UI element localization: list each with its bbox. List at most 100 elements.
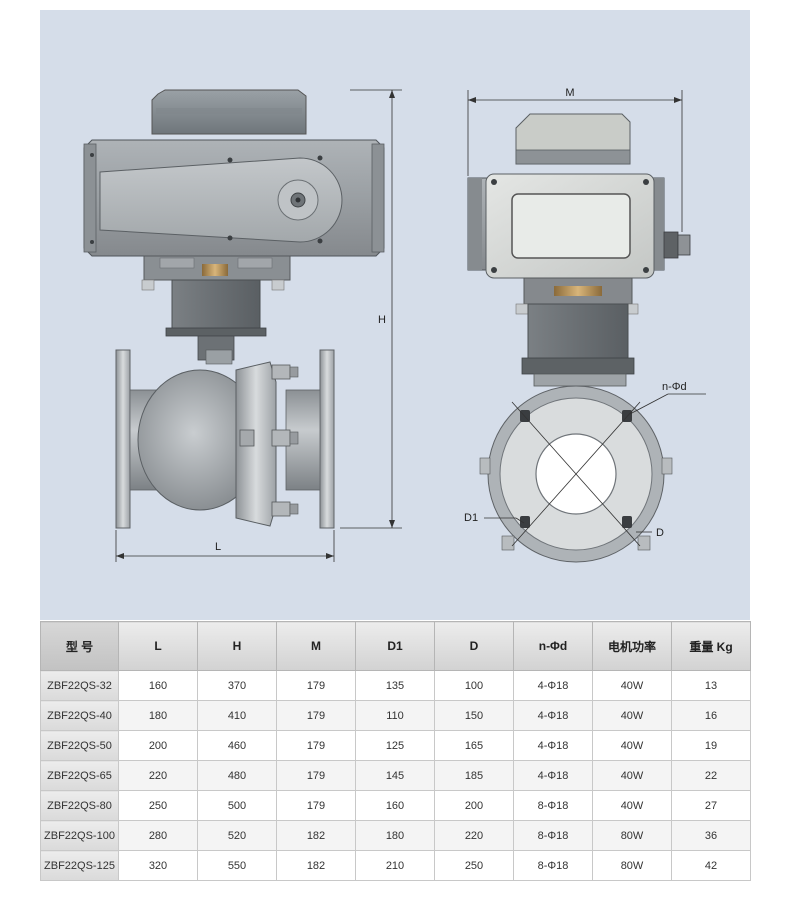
cell-d1: 125	[355, 730, 435, 761]
dim-label-l: L	[215, 541, 221, 553]
dimension-l: L	[115, 530, 335, 562]
valve-drawing: H L	[83, 87, 706, 563]
cell-n-phi-d: 8-Φ18	[513, 790, 593, 821]
cell-m: 179	[276, 670, 356, 701]
dim-label-d: D	[656, 527, 664, 539]
bracket	[171, 279, 261, 333]
cell-model: ZBF22QS-125	[40, 850, 119, 881]
col-header-h: H	[197, 621, 277, 671]
cell-motor-power: 80W	[592, 820, 672, 851]
col-header-weight: 重量 Kg	[671, 621, 751, 671]
cell-n-phi-d: 4-Φ18	[513, 670, 593, 701]
cell-n-phi-d: 4-Φ18	[513, 700, 593, 731]
table-row: ZBF22QS-50 200 460 179 125 165 4-Φ18 40W…	[40, 730, 751, 761]
col-header-m: M	[276, 621, 356, 671]
table-row: ZBF22QS-80 250 500 179 160 200 8-Φ18 40W…	[40, 790, 751, 821]
table-row: ZBF22QS-100 280 520 182 180 220 8-Φ18 80…	[40, 820, 751, 851]
dimension-d: D	[636, 527, 664, 539]
cell-d1: 145	[355, 760, 435, 791]
table-row: ZBF22QS-65 220 480 179 145 185 4-Φ18 40W…	[40, 760, 751, 791]
cell-l: 280	[118, 820, 198, 851]
table-row: ZBF22QS-125 320 550 182 210 250 8-Φ18 80…	[40, 850, 751, 881]
cell-m: 179	[276, 790, 356, 821]
cell-d1: 110	[355, 700, 435, 731]
lever-arm-plate	[99, 157, 343, 243]
cell-l: 220	[118, 760, 198, 791]
cell-m: 179	[276, 760, 356, 791]
dim-label-h: H	[378, 314, 386, 326]
cell-l: 250	[118, 790, 198, 821]
cell-d: 165	[434, 730, 514, 761]
cable-gland-icon	[663, 231, 679, 259]
cell-l: 160	[118, 670, 198, 701]
dimension-m: M	[467, 87, 683, 232]
cell-motor-power: 40W	[592, 700, 672, 731]
valve-side-view	[467, 113, 691, 563]
cell-h: 410	[197, 700, 277, 731]
col-header-motor-power: 电机功率	[592, 621, 672, 671]
table-row: ZBF22QS-32 160 370 179 135 100 4-Φ18 40W…	[40, 670, 751, 701]
cell-model: ZBF22QS-100	[40, 820, 119, 851]
valve-drawing-panel: H L	[40, 10, 750, 620]
cell-motor-power: 40W	[592, 670, 672, 701]
cell-model: ZBF22QS-80	[40, 790, 119, 821]
cell-d: 185	[434, 760, 514, 791]
col-header-d1: D1	[355, 621, 435, 671]
dimension-h: H	[340, 89, 402, 529]
cell-motor-power: 40W	[592, 730, 672, 761]
cell-l: 320	[118, 850, 198, 881]
cell-weight: 42	[671, 850, 751, 881]
cell-weight: 13	[671, 670, 751, 701]
cell-d1: 180	[355, 820, 435, 851]
dim-label-m: M	[565, 87, 574, 99]
col-header-model: 型 号	[40, 621, 119, 671]
cell-model: ZBF22QS-50	[40, 730, 119, 761]
cell-l: 180	[118, 700, 198, 731]
cell-m: 182	[276, 820, 356, 851]
spec-table-header: 型 号 L H M D1 D n-Φd 电机功率 重量 Kg	[40, 621, 751, 671]
table-row: ZBF22QS-40 180 410 179 110 150 4-Φ18 40W…	[40, 700, 751, 731]
cell-m: 182	[276, 850, 356, 881]
cell-h: 460	[197, 730, 277, 761]
cell-h: 520	[197, 820, 277, 851]
col-header-l: L	[118, 621, 198, 671]
cell-motor-power: 40W	[592, 790, 672, 821]
bracket-side	[527, 303, 629, 361]
cell-d: 220	[434, 820, 514, 851]
cell-weight: 36	[671, 820, 751, 851]
cell-h: 480	[197, 760, 277, 791]
cell-weight: 16	[671, 700, 751, 731]
cell-n-phi-d: 8-Φ18	[513, 850, 593, 881]
cell-d: 100	[434, 670, 514, 701]
cell-model: ZBF22QS-65	[40, 760, 119, 791]
cell-weight: 22	[671, 760, 751, 791]
cell-d1: 160	[355, 790, 435, 821]
dimension-n-phi-d: n-Φd	[629, 381, 706, 415]
cell-d1: 210	[355, 850, 435, 881]
cell-model: ZBF22QS-40	[40, 700, 119, 731]
cell-d: 200	[434, 790, 514, 821]
cell-m: 179	[276, 730, 356, 761]
col-header-d: D	[434, 621, 514, 671]
cell-d: 150	[434, 700, 514, 731]
cell-d1: 135	[355, 670, 435, 701]
indicator-window	[511, 193, 631, 259]
cell-weight: 27	[671, 790, 751, 821]
dim-label-n-phi-d: n-Φd	[662, 381, 687, 393]
cell-weight: 19	[671, 730, 751, 761]
cell-n-phi-d: 4-Φ18	[513, 730, 593, 761]
col-header-n-phi-d: n-Φd	[513, 621, 593, 671]
coupling-brass	[202, 264, 228, 276]
spec-table: 型 号 L H M D1 D n-Φd 电机功率 重量 Kg ZBF22QS-3…	[40, 621, 751, 881]
cell-h: 500	[197, 790, 277, 821]
cell-motor-power: 40W	[592, 760, 672, 791]
valve-front-view	[83, 89, 385, 529]
cell-model: ZBF22QS-32	[40, 670, 119, 701]
cell-motor-power: 80W	[592, 850, 672, 881]
flange-right	[319, 349, 335, 529]
cell-n-phi-d: 4-Φ18	[513, 760, 593, 791]
cell-d: 250	[434, 850, 514, 881]
cell-m: 179	[276, 700, 356, 731]
cell-h: 370	[197, 670, 277, 701]
dimension-d1: D1	[464, 512, 525, 524]
